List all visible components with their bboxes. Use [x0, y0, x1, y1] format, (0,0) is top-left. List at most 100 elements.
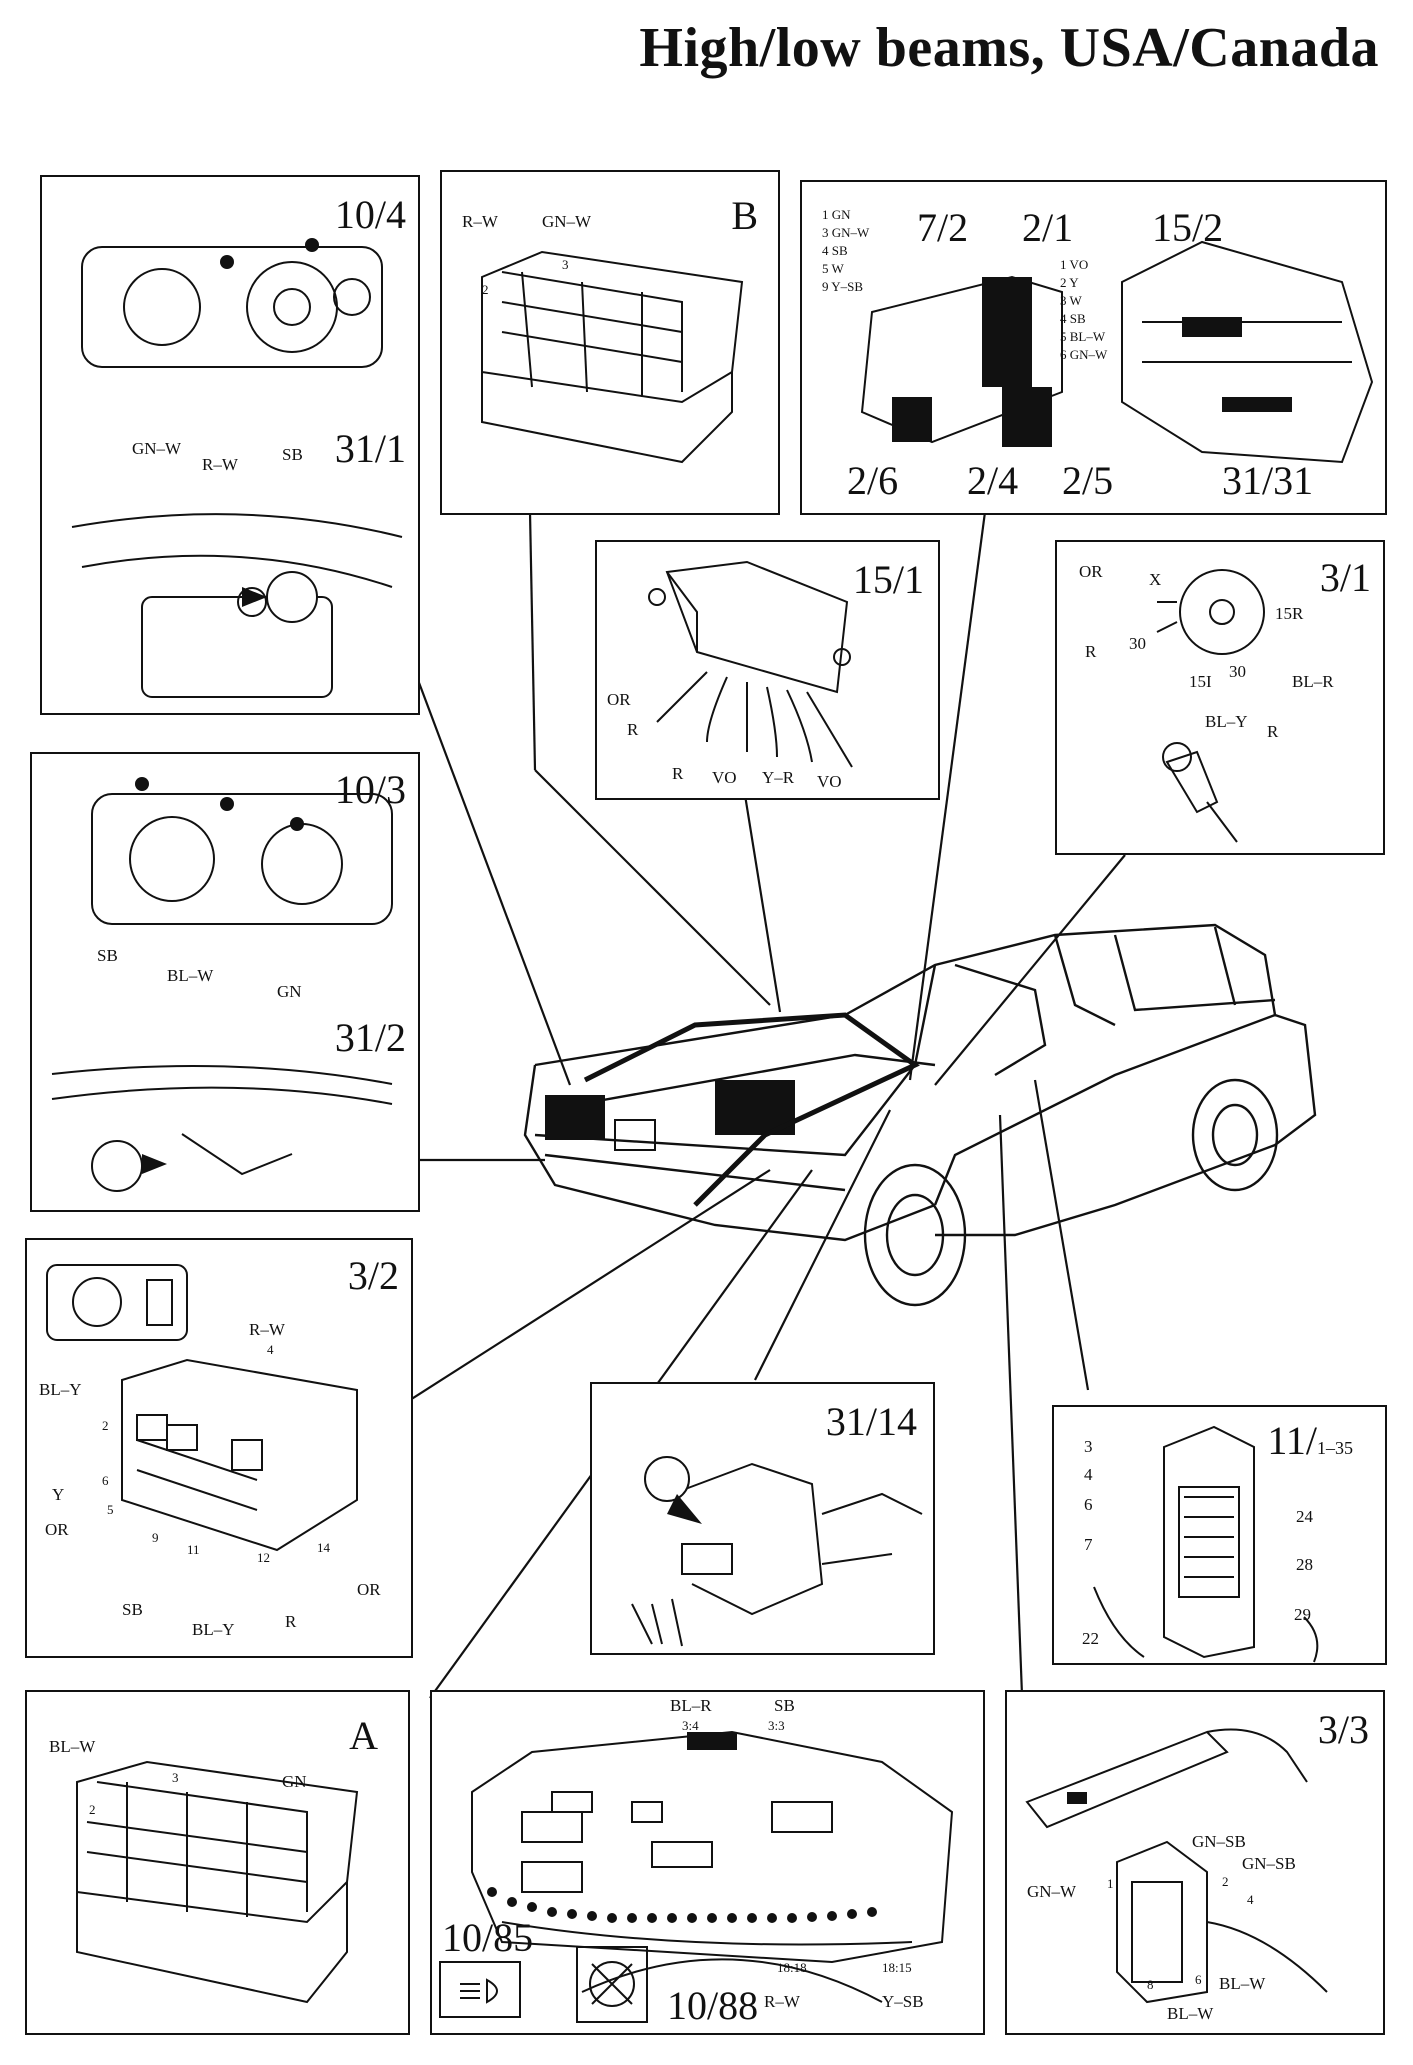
legend-item: 6 GN–W	[1060, 347, 1108, 362]
switch-label: R	[285, 1612, 297, 1631]
switch-label: 6	[102, 1473, 109, 1488]
wire-label: VO	[712, 768, 737, 787]
switch-label: 15R	[1275, 604, 1304, 623]
switch-label: 12	[257, 1550, 270, 1565]
relay-id: 7/2	[917, 205, 969, 250]
pin-label: 3	[172, 1770, 179, 1785]
panel-3-3: 3/3 GN–SB GN–SB GN–W 1 2 4 8 6 BL–W BL–W	[1005, 1690, 1385, 2035]
wire-label: BL–R	[670, 1696, 712, 1715]
headlight-icon	[460, 1978, 498, 2004]
wire-label: GN	[277, 982, 302, 1001]
relay-id: 31/31	[1222, 458, 1314, 503]
panel-A: A BL–W GN 2 3	[25, 1690, 410, 2035]
legend-item: 1 GN	[822, 207, 851, 222]
switch-label: 4	[267, 1342, 274, 1357]
switch-label: 30	[1129, 634, 1146, 653]
panel-id-10-4: 10/4	[334, 192, 406, 237]
relay-id: 2/6	[847, 458, 899, 503]
panel-instrument-cluster: BL–R SB 3:4 3:3 10/85 10/88 18:18 18:15 …	[430, 1690, 985, 2035]
legend-item: 3 W	[1060, 293, 1082, 308]
panel-id-A: A	[349, 1713, 378, 1758]
switch-label: X	[1149, 570, 1162, 589]
pin-label: 7	[1084, 1535, 1093, 1554]
wire-label: GN–W	[132, 439, 182, 458]
relay-id: 2/4	[967, 458, 1019, 503]
switch-label: R	[1267, 722, 1279, 741]
component-id: 10/88	[667, 1983, 759, 2028]
wire-label: BL–W	[49, 1737, 96, 1756]
switch-label: 2	[1222, 1874, 1229, 1889]
pin-label: 3	[562, 257, 569, 272]
panel-31-14: 31/14	[590, 1382, 935, 1655]
switch-label: BL–R	[1292, 672, 1334, 691]
relay-id: 2/5	[1062, 458, 1114, 503]
legend-item: 9 Y–SB	[822, 279, 864, 294]
panel-id-31-1: 31/1	[334, 426, 406, 471]
pin-label: 29	[1294, 1605, 1311, 1624]
wire-label: R	[627, 720, 639, 739]
component-id: 10/85	[442, 1915, 534, 1960]
panel-id-11-main: 11/	[1267, 1418, 1317, 1463]
legend-item: 5 W	[822, 261, 844, 276]
switch-label: 6	[1195, 1972, 1202, 1987]
switch-label: GN–SB	[1242, 1854, 1296, 1873]
wire-label: R–W	[462, 212, 498, 231]
switch-label: 11	[187, 1542, 200, 1557]
pin-label: 24	[1296, 1507, 1313, 1526]
switch-label: BL–Y	[1205, 712, 1248, 731]
switch-label: 4	[1247, 1892, 1254, 1907]
panel-id-10-3: 10/3	[334, 767, 406, 812]
panel-id-3-2: 3/2	[347, 1253, 399, 1298]
panel-id-3-3: 3/3	[1317, 1707, 1369, 1752]
switch-label: 1	[1107, 1876, 1114, 1891]
wire-label: R–W	[764, 1992, 800, 2011]
switch-label: R–W	[249, 1320, 285, 1339]
switch-label: GN–SB	[1192, 1832, 1246, 1851]
switch-label: BL–W	[1167, 2004, 1214, 2023]
legend-item: 1 VO	[1060, 257, 1089, 272]
switch-label: GN–W	[1027, 1882, 1077, 1901]
legend-item: 4 SB	[1060, 311, 1086, 326]
legend-item: 4 SB	[822, 243, 848, 258]
wire-label: Y–SB	[882, 1992, 924, 2011]
panel-id-31-14: 31/14	[825, 1399, 917, 1444]
pin-label: 18:18	[777, 1960, 807, 1975]
panel-B: B R–W GN–W 2 3	[440, 170, 780, 515]
switch-label: 2	[102, 1418, 109, 1433]
panel-id-11-sub: 1–35	[1317, 1438, 1353, 1458]
switch-label: BL–Y	[39, 1380, 82, 1399]
wire-label: Y–R	[762, 768, 795, 787]
panel-3-1: 3/1 OR X 15R R 30 15I 30 BL–R BL–Y R	[1055, 540, 1385, 855]
switch-label: R	[1085, 642, 1097, 661]
switch-label: 8	[1147, 1977, 1154, 1992]
switch-label: 14	[317, 1540, 330, 1555]
switch-label: SB	[122, 1600, 143, 1619]
wire-label: SB	[774, 1696, 795, 1715]
switch-label: OR	[1079, 562, 1103, 581]
wire-label: R	[672, 764, 684, 783]
relay-id: 2/1	[1022, 205, 1074, 250]
car-illustration	[523, 923, 1317, 1307]
wire-label: OR	[607, 690, 631, 709]
pin-label: 6	[1084, 1495, 1093, 1514]
panel-11: 11/1–35 3 4 6 7 22 24 28 29	[1052, 1405, 1387, 1665]
pin-label: 28	[1296, 1555, 1313, 1574]
panel-10-4: 10/4 31/1 GN–W R–W SB	[40, 175, 420, 715]
pin-label: 2	[89, 1802, 96, 1817]
panel-10-3: 10/3 31/2 SB BL–W GN	[30, 752, 420, 1212]
panel-id-31-2: 31/2	[334, 1015, 406, 1060]
panel-3-2: 3/2 R–W 4 BL–Y 2 6 Y 5 OR 9 11 12 14 OR …	[25, 1238, 413, 1658]
pin-label: 3:4	[682, 1718, 699, 1733]
wire-label: GN	[282, 1772, 307, 1791]
relay-id: 15/2	[1152, 205, 1224, 250]
switch-label: BL–W	[1219, 1974, 1266, 1993]
wire-label: VO	[817, 772, 842, 791]
pin-label: 3:3	[768, 1718, 785, 1733]
pin-label: 18:15	[882, 1960, 912, 1975]
switch-label: 15I	[1189, 672, 1212, 691]
panel-relays: 7/2 2/1 15/2 2/6 2/4 2/5 31/31 1 GN 3 GN…	[800, 180, 1387, 515]
panel-id-3-1: 3/1	[1319, 555, 1371, 600]
legend-item: 5 BL–W	[1060, 329, 1106, 344]
switch-label: BL–Y	[192, 1620, 235, 1639]
switch-label: OR	[357, 1580, 381, 1599]
